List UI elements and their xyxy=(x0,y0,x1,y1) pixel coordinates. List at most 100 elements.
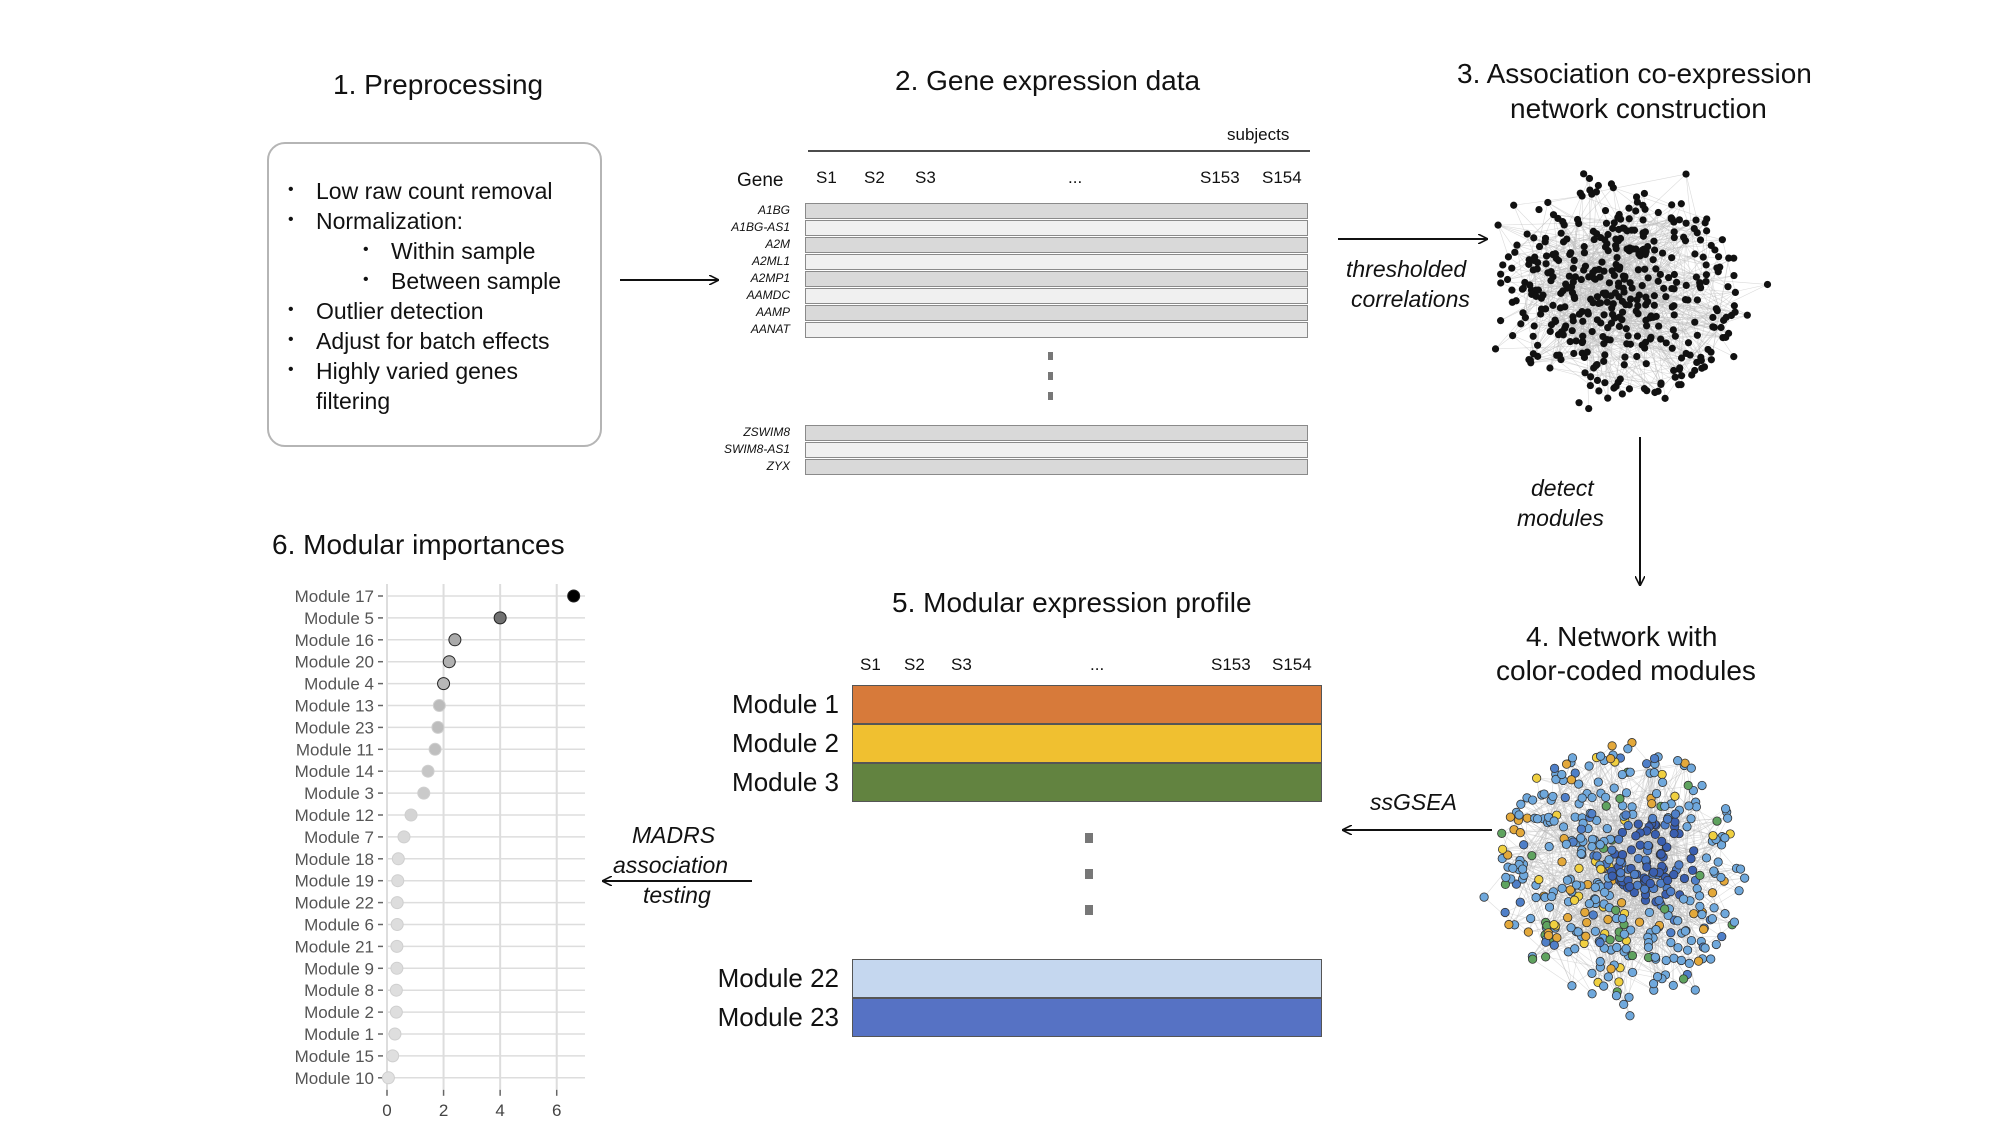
network-node xyxy=(1679,873,1690,884)
mod-col-s1: S1 xyxy=(860,655,881,674)
network-node xyxy=(1730,353,1738,361)
network-node xyxy=(1730,271,1738,280)
network-node xyxy=(1660,801,1670,811)
network-node xyxy=(1717,931,1727,942)
importance-point xyxy=(381,1071,395,1085)
gene-label: AAMDC xyxy=(746,288,790,302)
network-node xyxy=(1544,842,1554,852)
network-node xyxy=(1686,935,1697,946)
network-node xyxy=(1707,914,1717,924)
coexpression-network xyxy=(1491,170,1772,413)
x-tick-label: 2 xyxy=(439,1101,448,1120)
network-node xyxy=(1673,943,1683,953)
network-edge xyxy=(1650,240,1686,338)
network-edge xyxy=(1616,235,1644,249)
network-node xyxy=(1695,870,1705,880)
network-node xyxy=(1534,341,1542,349)
network-node xyxy=(1627,950,1638,961)
network-node xyxy=(1666,928,1676,938)
network-node xyxy=(1519,840,1529,850)
network-node xyxy=(1621,788,1632,798)
network-node xyxy=(1670,791,1680,801)
y-tick-label: Module 4 xyxy=(304,675,374,694)
network-node xyxy=(1661,955,1671,966)
network-edge xyxy=(1538,757,1597,880)
importance-point xyxy=(391,874,405,888)
network-edge xyxy=(1552,239,1605,278)
network-node xyxy=(1589,227,1597,235)
network-node xyxy=(1670,366,1678,375)
network-node xyxy=(1599,981,1609,991)
network-node xyxy=(1680,233,1688,241)
network-node xyxy=(1497,279,1505,287)
network-node xyxy=(1670,233,1678,242)
network-node xyxy=(1658,777,1668,787)
network-node xyxy=(1730,302,1738,310)
network-node xyxy=(1731,288,1739,296)
network-node xyxy=(1575,310,1584,318)
network-node xyxy=(1521,314,1529,322)
network-node xyxy=(1587,809,1597,819)
y-tick-label: Module 7 xyxy=(304,828,374,847)
network-node xyxy=(1711,939,1721,950)
y-tick-label: Module 6 xyxy=(304,916,374,935)
gene-label: AAMP xyxy=(755,305,790,319)
y-tick-label: Module 13 xyxy=(295,697,374,716)
y-tick-label: Module 9 xyxy=(304,959,374,978)
network-node xyxy=(1697,780,1707,791)
network-node xyxy=(1650,237,1658,245)
network-edge xyxy=(1584,274,1675,358)
network-node xyxy=(1570,944,1580,954)
network-node xyxy=(1644,274,1652,282)
network-edge xyxy=(1665,296,1698,301)
network-node xyxy=(1546,327,1554,336)
network-edge xyxy=(1548,779,1572,818)
network-node xyxy=(1615,322,1624,331)
network-edge xyxy=(1654,295,1712,360)
network-node xyxy=(1557,229,1565,237)
network-node xyxy=(1603,298,1611,306)
bullet: • xyxy=(363,271,369,288)
network-node xyxy=(1625,1011,1635,1021)
network-node xyxy=(1537,294,1545,302)
mod-col-s3: S3 xyxy=(951,655,972,674)
network-node xyxy=(1593,777,1603,787)
network-edge xyxy=(1596,191,1652,338)
network-node xyxy=(1662,814,1673,824)
gene-row-bar xyxy=(805,459,1308,475)
network-node xyxy=(1650,292,1658,300)
detect-label: detect xyxy=(1531,475,1594,501)
network-node xyxy=(1676,364,1684,372)
network-node xyxy=(1549,940,1559,950)
network-node xyxy=(1681,295,1690,304)
network-node xyxy=(1630,869,1640,880)
network-node xyxy=(1544,902,1555,912)
network-edge xyxy=(1578,187,1614,224)
module-label: Module 1 xyxy=(732,689,839,719)
vertical-ellipsis-dash xyxy=(1085,869,1093,879)
network-node xyxy=(1638,341,1646,349)
network-node xyxy=(1670,311,1678,319)
network-node xyxy=(1634,266,1642,274)
network-node xyxy=(1625,301,1633,309)
color-coded-network xyxy=(1479,738,1750,1021)
network-node xyxy=(1601,379,1609,387)
network-node xyxy=(1542,260,1550,268)
network-node xyxy=(1617,913,1628,924)
network-node xyxy=(1614,977,1624,987)
network-node xyxy=(1604,394,1612,402)
y-tick-label: Module 20 xyxy=(295,653,374,672)
network-node xyxy=(1549,273,1557,281)
network-node xyxy=(1702,261,1710,269)
module-bar-22 xyxy=(852,959,1322,998)
network-edge xyxy=(1555,925,1604,987)
gene-row-bar xyxy=(805,442,1308,458)
network-node xyxy=(1609,300,1617,308)
gene-label: A1BG xyxy=(757,203,790,217)
network-node xyxy=(1602,823,1612,834)
network-node xyxy=(1699,924,1709,934)
network-node xyxy=(1667,214,1675,222)
network-edge xyxy=(1685,285,1735,357)
network-node xyxy=(1624,332,1632,340)
network-edge xyxy=(1629,247,1732,316)
